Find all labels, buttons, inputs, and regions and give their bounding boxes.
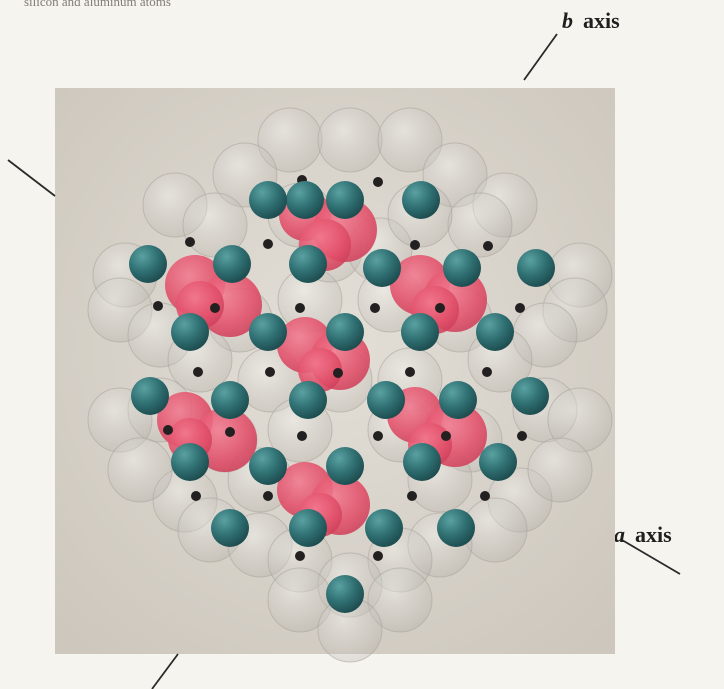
teal-atom (211, 381, 249, 419)
small-dark-atom (373, 177, 383, 187)
small-dark-atom (295, 303, 305, 313)
teal-atom (286, 181, 324, 219)
teal-atom (289, 509, 327, 547)
b-axis-line (524, 34, 557, 80)
teal-atom (289, 245, 327, 283)
teal-atom (326, 575, 364, 613)
small-dark-atom (370, 303, 380, 313)
small-dark-atom (185, 237, 195, 247)
teal-atom (249, 447, 287, 485)
teal-atom (213, 245, 251, 283)
teal-atom (367, 381, 405, 419)
small-dark-atom (297, 431, 307, 441)
teal-atom (401, 313, 439, 351)
small-dark-atom (191, 491, 201, 501)
bottom-axis-line (152, 654, 178, 689)
teal-atom (211, 509, 249, 547)
teal-atom (326, 313, 364, 351)
small-dark-atom (373, 551, 383, 561)
small-dark-atom (263, 491, 273, 501)
teal-atom (517, 249, 555, 287)
small-dark-atom (373, 431, 383, 441)
teal-atom (403, 443, 441, 481)
small-dark-atom (295, 551, 305, 561)
teal-atom (476, 313, 514, 351)
teal-atom (289, 381, 327, 419)
left-axis-line (8, 160, 55, 196)
translucent-atom (448, 193, 512, 257)
teal-atom (129, 245, 167, 283)
small-dark-atom (435, 303, 445, 313)
small-dark-atom (163, 425, 173, 435)
translucent-atom (318, 108, 382, 172)
teal-atom (437, 509, 475, 547)
teal-atom (326, 447, 364, 485)
small-dark-atom (405, 367, 415, 377)
small-dark-atom (263, 239, 273, 249)
small-dark-atom (482, 367, 492, 377)
a-axis-line (622, 540, 680, 574)
teal-atom (249, 313, 287, 351)
teal-atom (131, 377, 169, 415)
teal-atom (479, 443, 517, 481)
teal-atom (249, 181, 287, 219)
small-dark-atom (441, 431, 451, 441)
small-dark-atom (483, 241, 493, 251)
teal-atom (171, 443, 209, 481)
small-dark-atom (193, 367, 203, 377)
teal-atom (363, 249, 401, 287)
teal-atom (171, 313, 209, 351)
translucent-atom (528, 438, 592, 502)
small-dark-atom (517, 431, 527, 441)
teal-atom (439, 381, 477, 419)
small-dark-atom (407, 491, 417, 501)
teal-atom (443, 249, 481, 287)
small-dark-atom (225, 427, 235, 437)
small-dark-atom (265, 367, 275, 377)
teal-atom (511, 377, 549, 415)
small-dark-atom (153, 301, 163, 311)
translucent-atom (108, 438, 172, 502)
teal-atom (402, 181, 440, 219)
small-dark-atom (480, 491, 490, 501)
teal-atom (365, 509, 403, 547)
small-dark-atom (333, 368, 343, 378)
small-dark-atom (210, 303, 220, 313)
small-dark-atom (410, 240, 420, 250)
teal-atom (326, 181, 364, 219)
small-dark-atom (515, 303, 525, 313)
